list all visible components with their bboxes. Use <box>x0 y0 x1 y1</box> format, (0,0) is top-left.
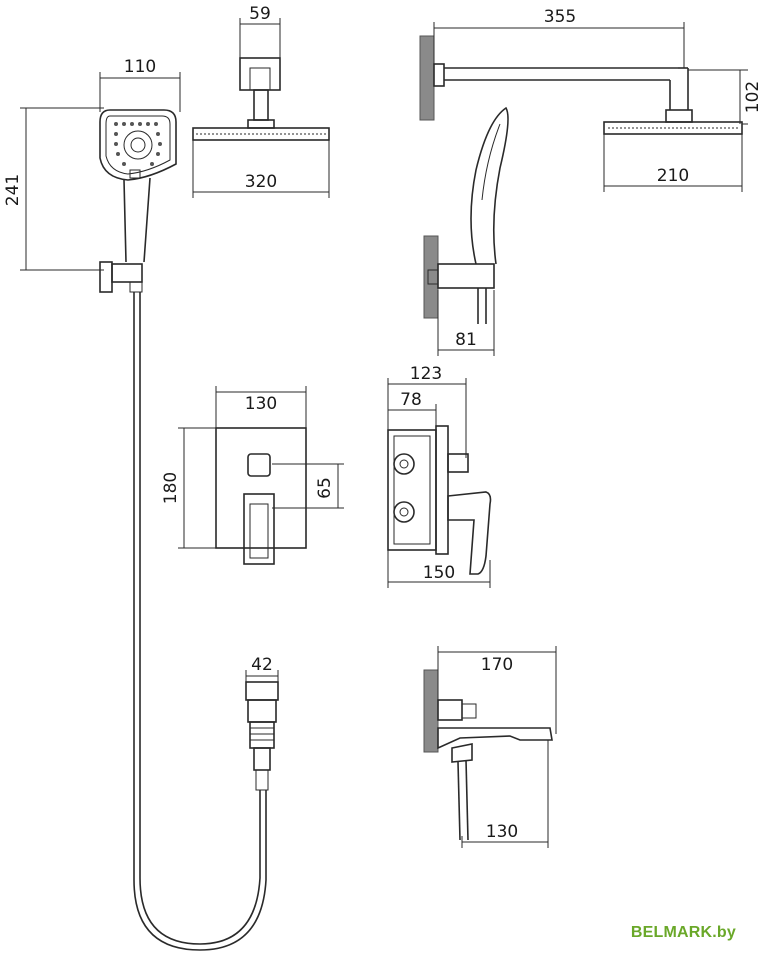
bath-spout: 170 130 <box>423 646 557 848</box>
dim-mixer-button-offset: 65 <box>315 477 335 499</box>
hand-shower: 110 241 <box>3 57 267 951</box>
dim-holder-depth: 81 <box>455 330 477 350</box>
dim-handshower-width: 110 <box>124 57 156 77</box>
dim-wall-arm-drop: 102 <box>743 81 763 113</box>
dim-mixer-plate-height: 180 <box>161 472 181 504</box>
overhead-shower-a: 59 320 <box>192 4 330 198</box>
dim-handshower-height: 241 <box>3 174 23 206</box>
dim-showerhead-b-width: 210 <box>657 166 689 186</box>
handshower-holder-side: 81 <box>423 106 509 356</box>
mixer-front: 130 180 65 <box>161 386 344 565</box>
dim-spout-length: 170 <box>481 655 513 675</box>
dim-mixer-plate-width: 130 <box>245 394 277 414</box>
dim-showerhead-a-width: 320 <box>245 172 277 192</box>
dim-mixer-body-depth: 123 <box>410 364 442 384</box>
dim-hose-connector-width: 42 <box>251 655 273 675</box>
hose-connector: 42 <box>245 655 279 791</box>
dim-mixer-side-width: 150 <box>423 563 455 583</box>
dim-showerhead-a-arm: 59 <box>249 4 271 24</box>
wall-arm-shower: 355 102 210 <box>419 7 763 192</box>
dim-mixer-box-depth: 78 <box>400 390 422 410</box>
mixer-side: 123 78 150 <box>387 364 492 588</box>
brand-watermark[interactable]: BELMARK.by <box>630 924 736 941</box>
dim-wall-arm-length: 355 <box>544 7 576 27</box>
dim-spout-projection: 130 <box>486 822 518 842</box>
